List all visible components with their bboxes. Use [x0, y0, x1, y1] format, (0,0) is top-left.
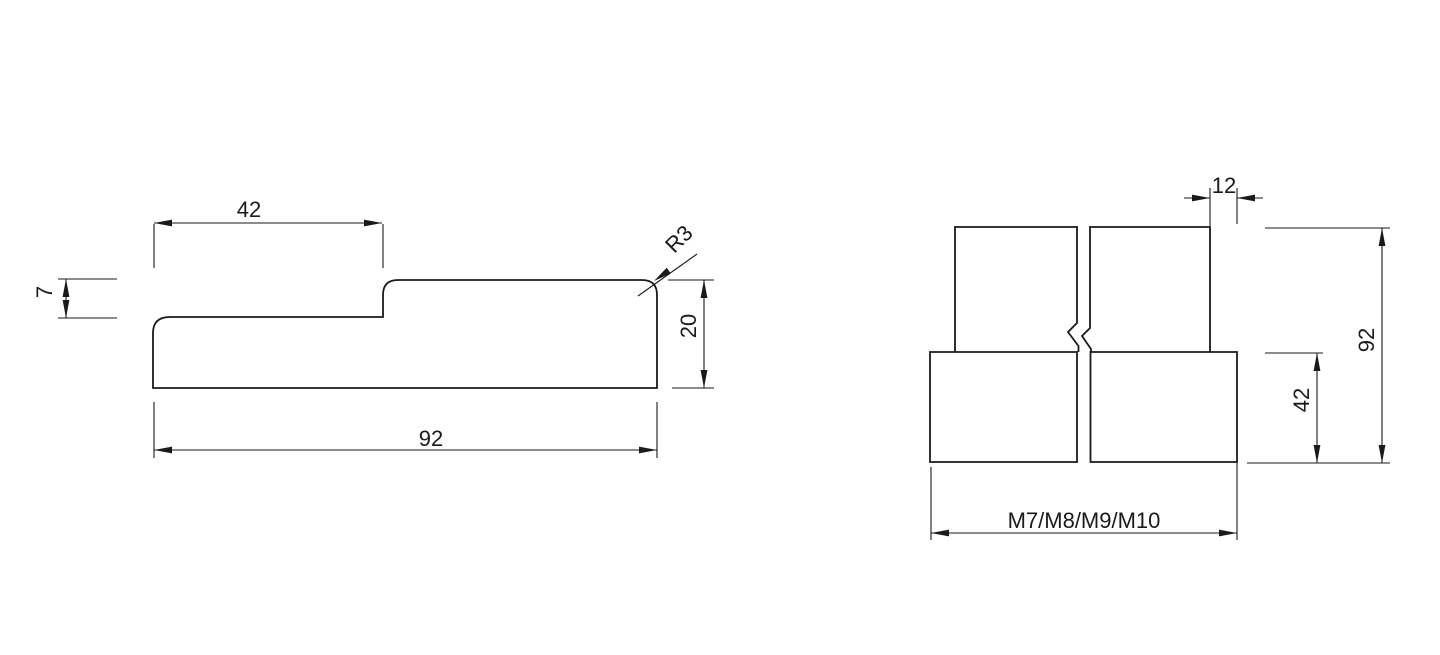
radius-leader-line [637, 253, 698, 297]
radius-label: R3 [660, 220, 698, 258]
dim-7-label: 7 [32, 286, 57, 298]
right-view-front: 12 92 42 M7/M8/M9/M10 [929, 173, 1390, 540]
dim-92-lines [153, 402, 658, 458]
dim-12-lines [1184, 188, 1263, 226]
dim-12-label: 12 [1212, 173, 1236, 198]
dim-92-label: 92 [419, 426, 443, 451]
dim-thread-label: M7/M8/M9/M10 [1008, 508, 1161, 533]
profile-outline [152, 279, 658, 389]
upper-body-left-half [954, 226, 1080, 352]
dim-7-arrowheads [62, 279, 70, 318]
upper-body-right-half [1080, 226, 1211, 352]
radius-leader-arrowhead [654, 267, 671, 281]
dim-42-lines [153, 222, 384, 268]
dim-42-height-lines [1265, 352, 1323, 463]
left-view-side-profile: 42 7 20 92 R3 [32, 197, 714, 458]
dim-20-label: 20 [676, 314, 701, 338]
dim-92-height-lines [1247, 227, 1390, 464]
dim-12-arrowheads [1192, 194, 1255, 202]
dim-92-height-label: 92 [1354, 328, 1379, 352]
lower-base-left-half [929, 351, 1078, 463]
dim-42-label: 42 [237, 197, 261, 222]
lower-base-right-half [1089, 351, 1238, 463]
dim-thread-lines [930, 463, 1238, 540]
dim-42-height-label: 42 [1289, 388, 1314, 412]
